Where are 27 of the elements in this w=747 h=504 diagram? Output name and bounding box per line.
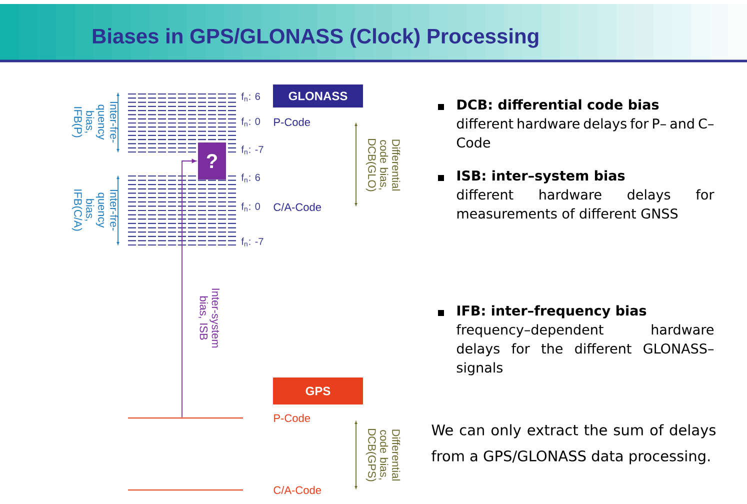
bullet-text: different hardware delays for measurements of different GNSS (456, 189, 714, 219)
code-label: P-Code (274, 118, 310, 126)
bullet-heading: DCB: differential code bias (457, 99, 659, 110)
code-label: C/A-Code (274, 486, 321, 494)
frequency-label: f$_{n}$: 6 (241, 92, 260, 102)
frequency-label: f$_{n}$: -7 (241, 146, 264, 154)
system-box: GLONASS (273, 84, 363, 108)
bias-label: Inter-fre- quency bias, IFB(P) (72, 102, 118, 143)
bullet-text: different hardware delays for P– and C–Code (456, 118, 714, 148)
frequency-label: f$_{n}$: 6 (241, 174, 260, 182)
bias-label: Inter-fre- quency bias, IFB(C/A) (72, 190, 118, 231)
bullet-heading: IFB: inter–frequency bias (457, 305, 646, 318)
code-label: P-Code (274, 414, 310, 422)
frequency-label: f$_{n}$: 0 (241, 118, 260, 126)
frequency-label: f$_{n}$: -7 (241, 238, 264, 246)
frequency-label: f$_{n}$: 0 (241, 202, 260, 212)
code-label: C/A-Code (274, 202, 321, 212)
edge-label: Inter-system bias, ISB (198, 288, 220, 348)
title: Biases in GPS/GLONASS (Clock) Processing (92, 28, 538, 48)
question-box: ? (198, 142, 226, 180)
bullet-text: frequency–dependent hardware delays for the different GLONASS–signals (456, 324, 714, 376)
bias-label: Differential code bias, DCB(GLO) (366, 139, 400, 192)
bias-label: Differential code bias, DCB(GPS) (366, 429, 400, 482)
arrow (182, 158, 197, 418)
system-box: GPS (273, 378, 363, 404)
bullet-heading: ISB: inter–system bias (457, 170, 625, 184)
note-text: We can only extract the sum of delays from a GPS/GLONASS data processing. (432, 424, 716, 464)
